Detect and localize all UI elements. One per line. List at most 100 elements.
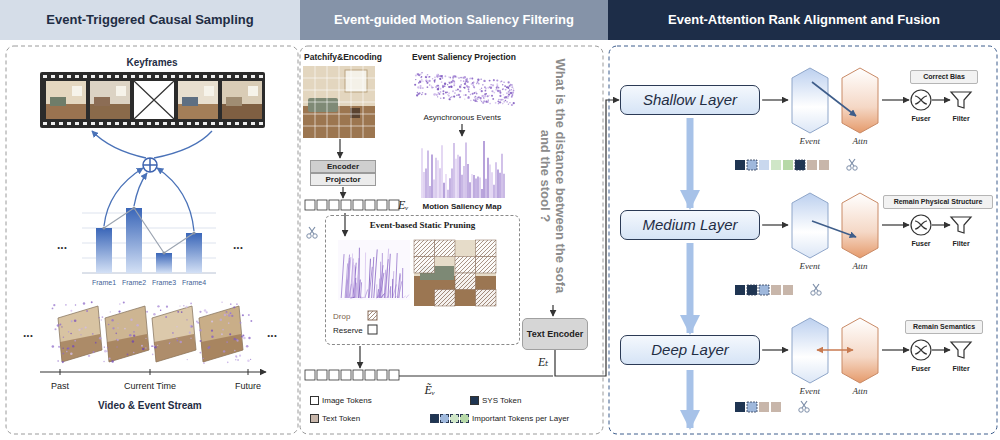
event-point — [111, 360, 113, 362]
dropped-patch — [455, 273, 476, 290]
saliency-streak — [453, 143, 454, 198]
scissors-ring — [853, 166, 857, 170]
event-point — [107, 347, 108, 348]
patch-grid — [303, 90, 375, 91]
event-point — [451, 96, 452, 97]
saliency-streak — [461, 175, 462, 198]
keyframe-sofa — [226, 97, 242, 106]
saliency-streak — [501, 154, 502, 198]
event-point — [242, 336, 243, 337]
event-point — [503, 94, 505, 96]
event-point — [419, 81, 421, 83]
event-point — [459, 90, 461, 92]
event-point — [425, 79, 427, 81]
event-point — [468, 96, 470, 98]
token — [317, 370, 327, 380]
scissors-blade — [813, 284, 819, 291]
event-streak — [347, 257, 350, 298]
node-text: Event-based Static Pruning — [370, 220, 476, 230]
event-point — [432, 78, 433, 79]
event-point — [472, 78, 474, 80]
event-streak — [403, 296, 406, 298]
event-point — [505, 89, 507, 91]
event-streak — [374, 249, 377, 298]
sprocket-hole — [235, 75, 239, 78]
feature-slab — [842, 193, 878, 258]
panel-outline — [609, 46, 997, 434]
event-point — [476, 83, 477, 84]
video-frame-floor — [154, 334, 196, 362]
sprocket-hole — [155, 75, 159, 78]
event-point — [484, 95, 486, 97]
token — [377, 370, 387, 380]
event-point — [506, 92, 508, 94]
event-streak — [355, 275, 358, 298]
legend-text: Text Token — [322, 414, 360, 423]
event-point — [508, 91, 510, 93]
ellipsis: ... — [267, 327, 277, 341]
event-point — [54, 328, 56, 330]
event-point — [141, 345, 143, 347]
event-point — [179, 305, 180, 306]
event-point — [187, 359, 188, 360]
saliency-streak — [455, 159, 456, 198]
saliency-streak — [493, 185, 494, 198]
dropped-patch — [414, 257, 435, 274]
slab-label: Attn — [853, 261, 868, 271]
token — [771, 285, 781, 295]
video-frame — [58, 306, 102, 362]
event-point — [483, 80, 485, 82]
patch-grid — [303, 126, 375, 127]
frame-label: Frame3 — [152, 279, 176, 287]
event-point — [74, 340, 76, 342]
event-point — [123, 301, 125, 303]
event-point — [513, 102, 515, 104]
sprocket-hole — [131, 75, 135, 78]
event-point — [117, 327, 118, 328]
event-point — [487, 101, 489, 103]
score-dot — [162, 251, 165, 254]
score-trend-line — [104, 208, 194, 253]
token-merge-line — [399, 375, 553, 376]
scene-sofa — [308, 98, 338, 112]
event-point — [227, 362, 229, 364]
event-point — [426, 82, 428, 84]
event-point — [442, 93, 444, 95]
event-point — [450, 85, 452, 87]
event-point — [112, 327, 114, 329]
event-point — [491, 90, 493, 92]
event-point — [425, 80, 427, 82]
token — [759, 160, 769, 170]
layer-box: Deep Layer — [620, 335, 760, 365]
legend-text: Important Tokens per Layer — [472, 414, 569, 423]
event-point — [488, 99, 489, 100]
icon-label: Fuser — [912, 115, 931, 123]
event-point — [455, 90, 457, 92]
filter-icon — [951, 92, 971, 108]
node-text: Event-Triggered Causal Sampling — [46, 13, 253, 28]
token — [735, 160, 745, 170]
header-band: Event-Attention Rank Alignment and Fusio… — [608, 0, 1000, 40]
event-point — [136, 324, 139, 327]
dropped-patch — [476, 240, 497, 257]
legend-item: Image Tokens — [310, 396, 372, 405]
event-point — [447, 84, 448, 85]
video-frame — [105, 306, 149, 362]
event-point — [59, 323, 61, 325]
event-point — [490, 84, 491, 85]
event-point — [440, 97, 441, 98]
event-streak — [392, 271, 393, 298]
sprocket-hole — [107, 75, 111, 78]
event-point — [475, 96, 477, 98]
event-point — [247, 360, 250, 363]
event-point — [415, 74, 417, 76]
event-point — [468, 97, 470, 99]
event-point — [88, 355, 90, 357]
event-point — [474, 97, 475, 98]
token — [365, 370, 375, 380]
event-point — [444, 75, 446, 77]
event-point — [501, 81, 502, 82]
event-point — [425, 77, 426, 78]
event-streak — [352, 262, 354, 298]
saliency-streak — [487, 158, 488, 198]
